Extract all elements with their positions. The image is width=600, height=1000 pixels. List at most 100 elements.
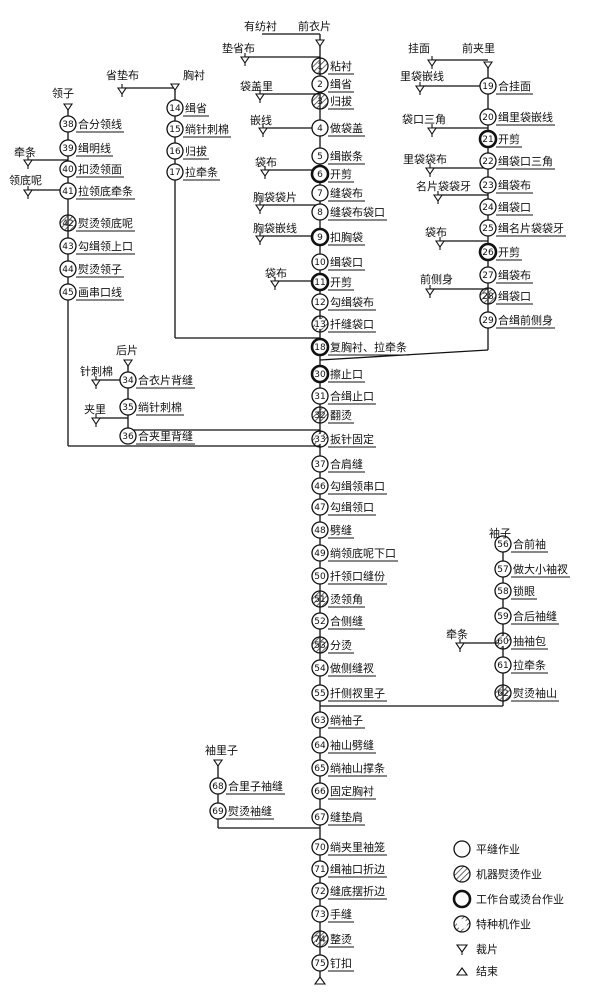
step-28-label: 缉袋口 [498, 289, 531, 303]
step-52-circle [311, 612, 329, 630]
step-59-label: 合后袖缝 [513, 609, 557, 623]
input-label-i6: 袋布 [255, 155, 277, 169]
step-26-circle [478, 242, 498, 262]
step-50-number: 50 [314, 572, 326, 582]
step-41-circle [59, 182, 77, 200]
step-49-circle [311, 544, 329, 562]
step-21-number: 21 [482, 135, 493, 145]
step-65-circle [311, 759, 329, 777]
step-8-label: 缝袋布袋口 [330, 205, 385, 219]
step-27-circle [479, 266, 497, 284]
cut-piece-icon [432, 194, 444, 202]
step-69-label: 熨烫袖缝 [228, 804, 272, 818]
step-16-label: 归拔 [185, 144, 207, 158]
step-64-label: 袖山劈缝 [330, 738, 374, 752]
input-label-i10: 省垫布 [106, 68, 139, 82]
step-26-number: 26 [482, 248, 494, 258]
step-18-circle [310, 337, 330, 357]
step-30-label: 擦止口 [330, 367, 363, 381]
step-56-number: 56 [497, 540, 509, 550]
step-48-number: 48 [314, 526, 326, 536]
legend-plain-symbol [453, 840, 471, 858]
step-70-number: 70 [314, 843, 326, 853]
cut-piece-icon [22, 189, 34, 197]
step-47-circle [311, 498, 329, 516]
step-21-label: 开剪 [498, 132, 520, 146]
step-28-number: 28 [482, 292, 494, 302]
step-20-label: 缉里袋嵌线 [498, 110, 553, 124]
cut-piece-icon [116, 87, 128, 95]
step-6-circle [310, 164, 330, 184]
step-66-number: 66 [314, 787, 326, 797]
input-label-i11: 胸衬 [183, 68, 205, 82]
step-10-label: 缉袋口 [330, 255, 363, 269]
step-15-number: 15 [169, 125, 180, 135]
step-54-circle [311, 659, 329, 677]
step-29-label: 合缉前侧身 [498, 313, 553, 327]
legend-table-symbol [452, 889, 472, 909]
step-57-label: 做大小袖衩 [513, 562, 568, 576]
step-7-number: 7 [317, 189, 323, 199]
step-43-number: 43 [62, 242, 73, 252]
step-29-circle [479, 311, 497, 329]
step-50-circle [311, 567, 329, 585]
step-29-number: 29 [482, 316, 494, 326]
step-31-label: 合缉止口 [330, 389, 374, 403]
step-47-number: 47 [314, 503, 325, 513]
input-label-i18: 名片袋袋牙 [416, 179, 471, 193]
step-67-label: 缝垫肩 [330, 810, 363, 824]
step-25-circle [479, 219, 497, 237]
step-11-number: 11 [314, 278, 325, 288]
step-7-circle [311, 184, 329, 202]
step-18-number: 18 [314, 343, 326, 353]
input-label-i26: 袖子 [489, 526, 511, 540]
step-5-circle [311, 147, 329, 165]
step-40-number: 40 [62, 165, 74, 175]
cut-piece-icon [254, 235, 266, 243]
step-49-number: 49 [314, 549, 326, 559]
step-57-number: 57 [497, 565, 508, 575]
step-71-circle [311, 860, 329, 878]
step-71-label: 缉袖口折边 [330, 862, 385, 876]
step-60-number: 60 [497, 637, 509, 647]
legend-cut-piece-icon [455, 944, 469, 953]
input-label-i17: 里袋袋布 [403, 152, 447, 166]
cut-piece-icon [414, 85, 426, 93]
cut-piece-icon [426, 59, 438, 67]
step-68-number: 68 [212, 782, 224, 792]
input-label-i15: 里袋嵌线 [400, 69, 444, 83]
input-label-i24: 针刺棉 [80, 364, 113, 378]
step-23-number: 23 [482, 181, 493, 191]
input-label-i12: 领子 [52, 87, 74, 100]
step-37-circle [311, 455, 329, 473]
step-43-circle [59, 237, 77, 255]
step-34-label: 合衣片背缝 [138, 373, 193, 387]
step-38-circle [59, 115, 77, 133]
step-40-circle [59, 160, 77, 178]
step-65-number: 65 [314, 764, 325, 774]
cut-piece-icon [122, 359, 134, 367]
step-19-label: 合挂面 [498, 79, 531, 93]
step-2-circle [311, 75, 329, 93]
step-25-label: 缉名片袋袋牙 [498, 221, 564, 235]
step-33-label: 扳针固定 [330, 432, 374, 446]
cut-piece-icon [482, 61, 494, 69]
step-2-number: 2 [317, 80, 323, 90]
legend-label-special: 特种机作业 [476, 917, 531, 931]
step-73-label: 手缝 [330, 907, 352, 921]
end-icon [313, 976, 327, 985]
step-15-circle [166, 120, 184, 138]
step-55-number: 55 [314, 689, 325, 699]
step-9-circle [310, 227, 330, 247]
step-5-label: 缉嵌条 [330, 149, 363, 163]
step-66-circle [311, 782, 329, 800]
input-label-i1: 有纺衬 [244, 19, 277, 33]
input-label-i14: 前夹里 [462, 41, 495, 55]
step-47-label: 勾缉领口 [330, 501, 374, 514]
input-label-i27: 牵条 [446, 627, 468, 641]
flow-lines [28, 33, 570, 978]
step-63-number: 63 [314, 716, 325, 726]
step-30-number: 30 [314, 370, 326, 380]
step-8-circle [311, 203, 329, 221]
step-12-number: 12 [314, 298, 325, 308]
